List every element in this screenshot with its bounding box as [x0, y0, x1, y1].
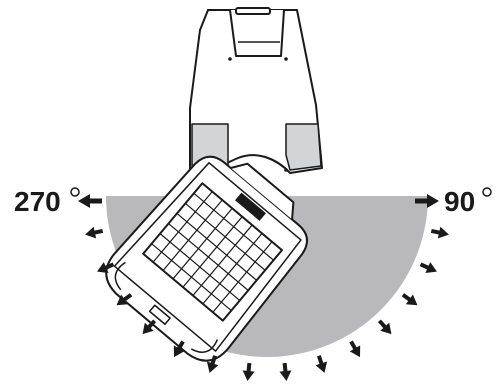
direction-arrow-icon: [401, 293, 418, 306]
right-direction-arrow-icon: [415, 194, 439, 208]
direction-arrow-icon: [85, 226, 104, 239]
direction-arrow-icon: [349, 340, 361, 358]
direction-arrow-icon: [97, 262, 115, 274]
robotic-mower-icon: [105, 155, 308, 362]
direction-arrow-icon: [116, 293, 133, 306]
direction-arrow-icon: [206, 355, 219, 373]
direction-arrow-icon: [419, 262, 437, 274]
direction-arrow-icon: [315, 355, 328, 373]
direction-arrow-icon: [173, 340, 185, 358]
direction-arrow-icon: [279, 362, 292, 382]
angle-label-90: 90: [444, 186, 476, 217]
direction-arrow-icon: [430, 226, 449, 239]
degree-symbol-right: [482, 187, 492, 197]
angle-label-270: 270: [14, 186, 61, 217]
degree-symbol-left: [70, 187, 80, 197]
direction-arrow-icon: [242, 362, 255, 382]
left-direction-arrow-icon: [78, 194, 102, 208]
direction-arrow-icon: [377, 319, 392, 335]
charging-station-icon: [189, 7, 323, 174]
direction-arrow-icon: [142, 319, 157, 335]
